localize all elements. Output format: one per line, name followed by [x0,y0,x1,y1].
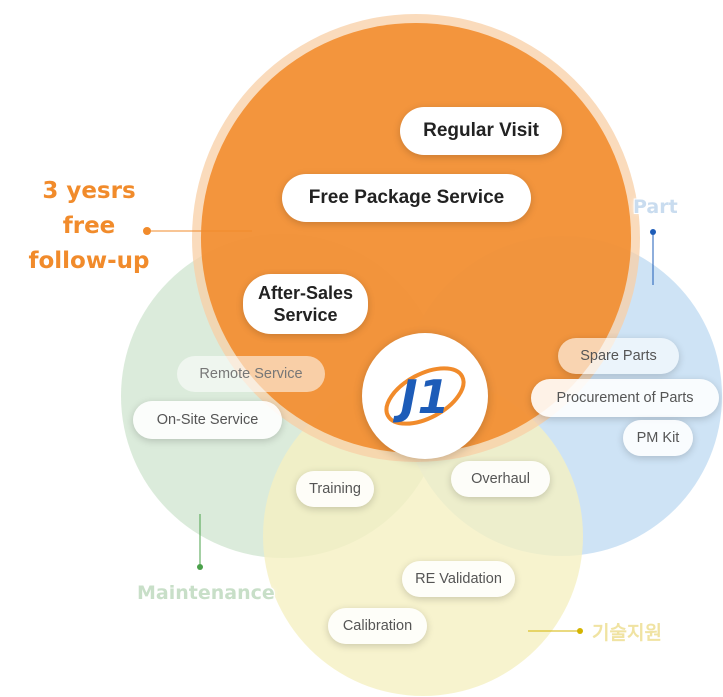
part-connector-dot [650,229,656,235]
re-validation-pill: RE Validation [402,561,515,597]
after-sales-service-pill: After-Sales Service [243,274,368,334]
j1-logo-icon: J1 [384,366,466,426]
j1-logo-badge: J1 [362,333,488,459]
on-site-service-pill: On-Site Service [133,401,282,439]
training-pill: Training [296,471,374,507]
spare-parts-pill: Spare Parts [558,338,679,374]
headline-line-2: free [62,212,116,239]
procurement-of-parts-pill: Procurement of Parts [531,379,719,417]
tech-support-connector-dot [577,628,583,634]
free-follow-up-headline: 3 yesrs free follow-up [14,174,164,279]
free-package-service-pill: Free Package Service [282,174,531,222]
headline-line-3: follow-up [28,247,150,274]
maintenance-connector-dot [197,564,203,570]
calibration-pill: Calibration [328,608,427,644]
tech-support-label: 기술지원 [592,622,662,644]
after-sales-line-2: Service [273,305,338,325]
part-label: Part [633,196,678,218]
after-sales-line-1: After-Sales [257,282,354,303]
regular-visit-pill: Regular Visit [400,107,562,155]
remote-service-pill: Remote Service [177,356,325,392]
headline-connector-dot [143,227,151,235]
headline-line-1: 3 yesrs [42,178,136,204]
maintenance-label: Maintenance [137,582,275,604]
pm-kit-pill: PM Kit [623,420,693,456]
j1-logo-text: J1 [392,370,449,424]
overhaul-pill: Overhaul [451,461,550,497]
